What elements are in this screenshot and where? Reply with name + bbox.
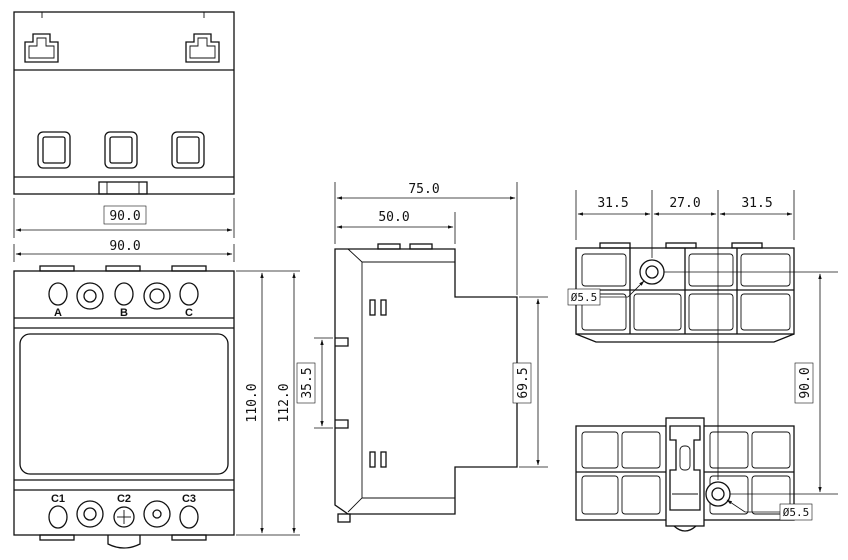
front-view: A B C C1 C2 C3 — [13, 265, 235, 549]
dim-front-height-inner-label: 110.0 — [245, 383, 260, 422]
dim-side-total-label: 75.0 — [408, 182, 439, 197]
top-view — [13, 11, 235, 195]
dim-side: 75.0 50.0 35.5 69.5 — [296, 182, 548, 468]
hole-top-label: Ø5.5 — [571, 291, 598, 304]
dim-back: 31.5 27.0 31.5 90.0 Ø5.5 Ø5.5 — [567, 190, 838, 521]
terminal-label-c: C — [185, 307, 193, 319]
top-button-left — [37, 131, 71, 169]
top-clip-left — [24, 33, 59, 63]
terminal-label-c2: C2 — [117, 493, 131, 505]
terminal-label-a: A — [54, 307, 62, 319]
hole-bottom-label: Ø5.5 — [783, 506, 810, 519]
bottom-terminals: C1 C2 C3 — [48, 493, 199, 529]
dim-side-height-label: 69.5 — [516, 367, 531, 398]
dim-back-left-label: 31.5 — [597, 196, 628, 211]
dim-back-mid-label: 27.0 — [669, 196, 700, 211]
back-hole-bottom — [705, 481, 731, 507]
dim-top-width-label: 90.0 — [109, 209, 140, 224]
dim-side-rail-label: 35.5 — [300, 367, 315, 398]
dim-front-width: 90.0 — [13, 239, 235, 262]
terminal-label-c3: C3 — [182, 493, 196, 505]
terminal-label-b: B — [120, 307, 128, 319]
back-hole-top — [639, 259, 665, 285]
top-button-middle — [104, 131, 138, 169]
top-terminals: A B C — [48, 282, 199, 319]
dim-front-heights: 110.0 112.0 — [236, 270, 300, 536]
terminal-label-c1: C1 — [51, 493, 65, 505]
dim-top-width: 90.0 — [13, 198, 235, 238]
top-din-tab — [98, 181, 148, 195]
top-clip-right — [185, 33, 220, 63]
display-window — [19, 333, 229, 475]
dim-front-width-label: 90.0 — [109, 239, 140, 254]
top-button-right — [171, 131, 205, 169]
back-din-clip — [665, 417, 705, 532]
dim-back-height-label: 90.0 — [798, 367, 813, 398]
dim-side-front-label: 50.0 — [378, 210, 409, 225]
dim-back-right-label: 31.5 — [741, 196, 772, 211]
back-view — [575, 242, 795, 532]
side-view — [334, 243, 518, 523]
dim-front-height-outer-label: 112.0 — [277, 383, 292, 422]
